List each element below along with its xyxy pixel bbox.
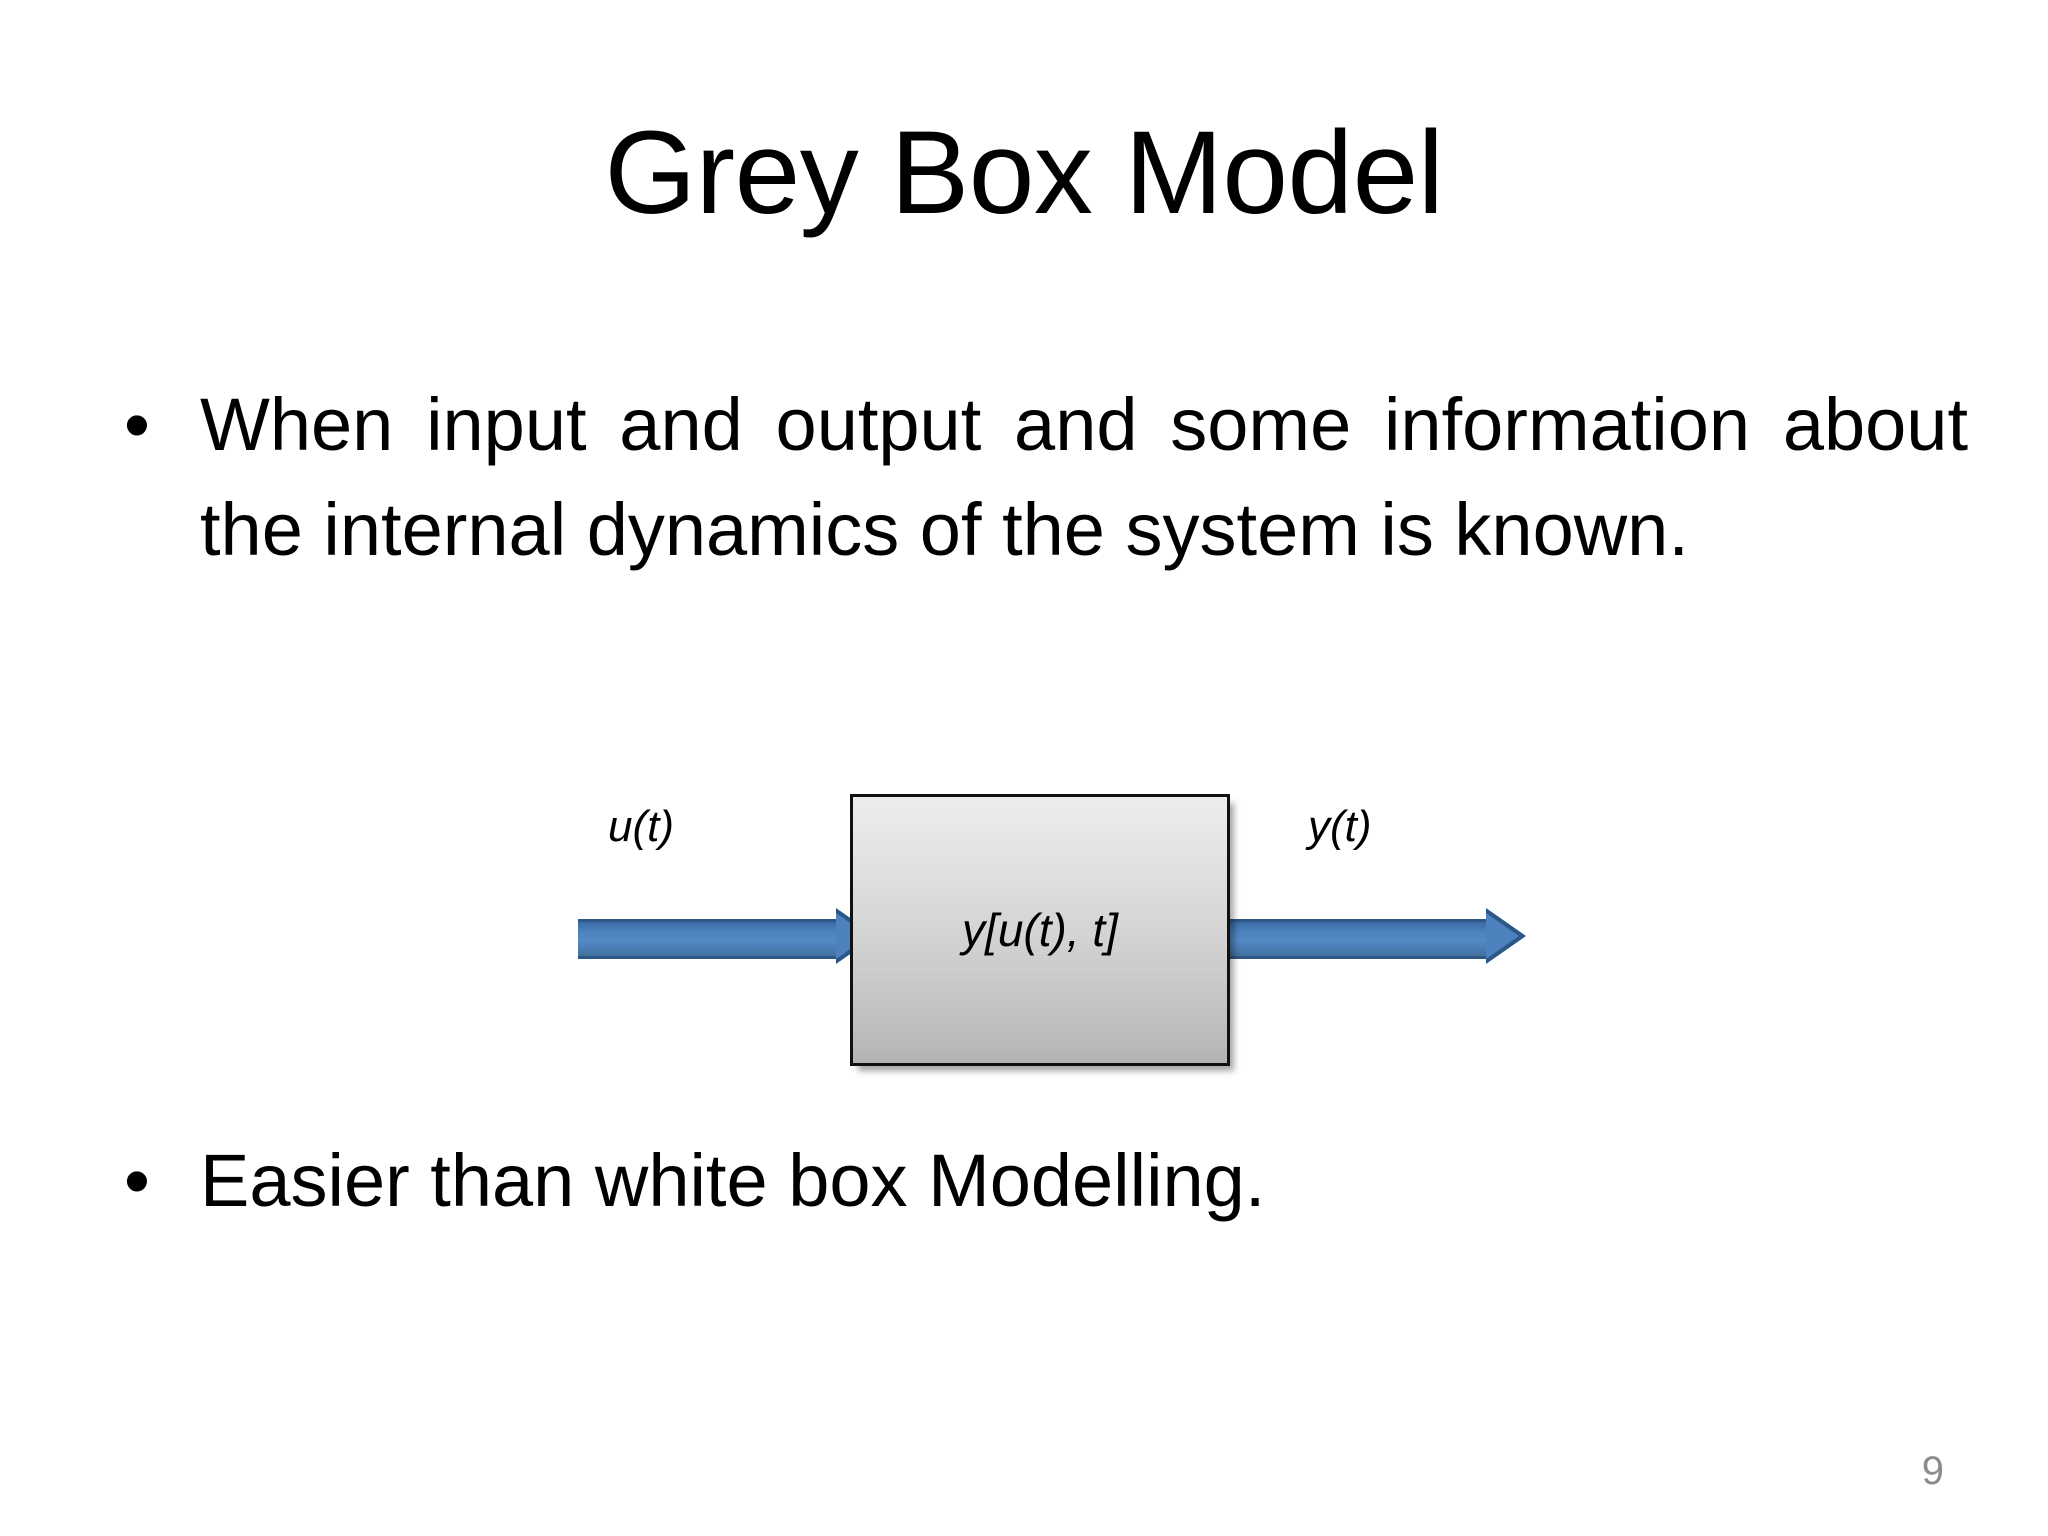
- input-arrow-shaft: [578, 919, 840, 959]
- system-block-label: y[u(t), t]: [962, 904, 1118, 956]
- bullet-marker-icon: •: [124, 1139, 150, 1222]
- input-signal-label: u(t): [608, 802, 674, 851]
- bullet-text-first: When input and output and some informati…: [200, 383, 1968, 572]
- block-diagram: u(t) y(t) y[u(t), t]: [560, 760, 1540, 1090]
- page-number: 9: [1921, 1449, 1944, 1493]
- output-arrow-icon: [1228, 908, 1528, 964]
- output-arrow-shaft: [1228, 919, 1490, 959]
- input-arrow-icon: [578, 908, 878, 964]
- output-arrow-head-fill: [1486, 913, 1519, 959]
- output-signal-label: y(t): [1308, 802, 1372, 851]
- page-title: Grey Box Model: [604, 107, 1445, 239]
- list-item: • When input and output and some informa…: [112, 372, 1968, 582]
- bullet-text-second: Easier than white box Modelling.: [200, 1139, 1266, 1222]
- system-block: y[u(t), t]: [850, 794, 1230, 1066]
- list-item: • Easier than white box Modelling.: [112, 1128, 2048, 1233]
- body-content: • When input and output and some informa…: [112, 372, 1968, 582]
- bullet-marker-icon: •: [124, 383, 150, 466]
